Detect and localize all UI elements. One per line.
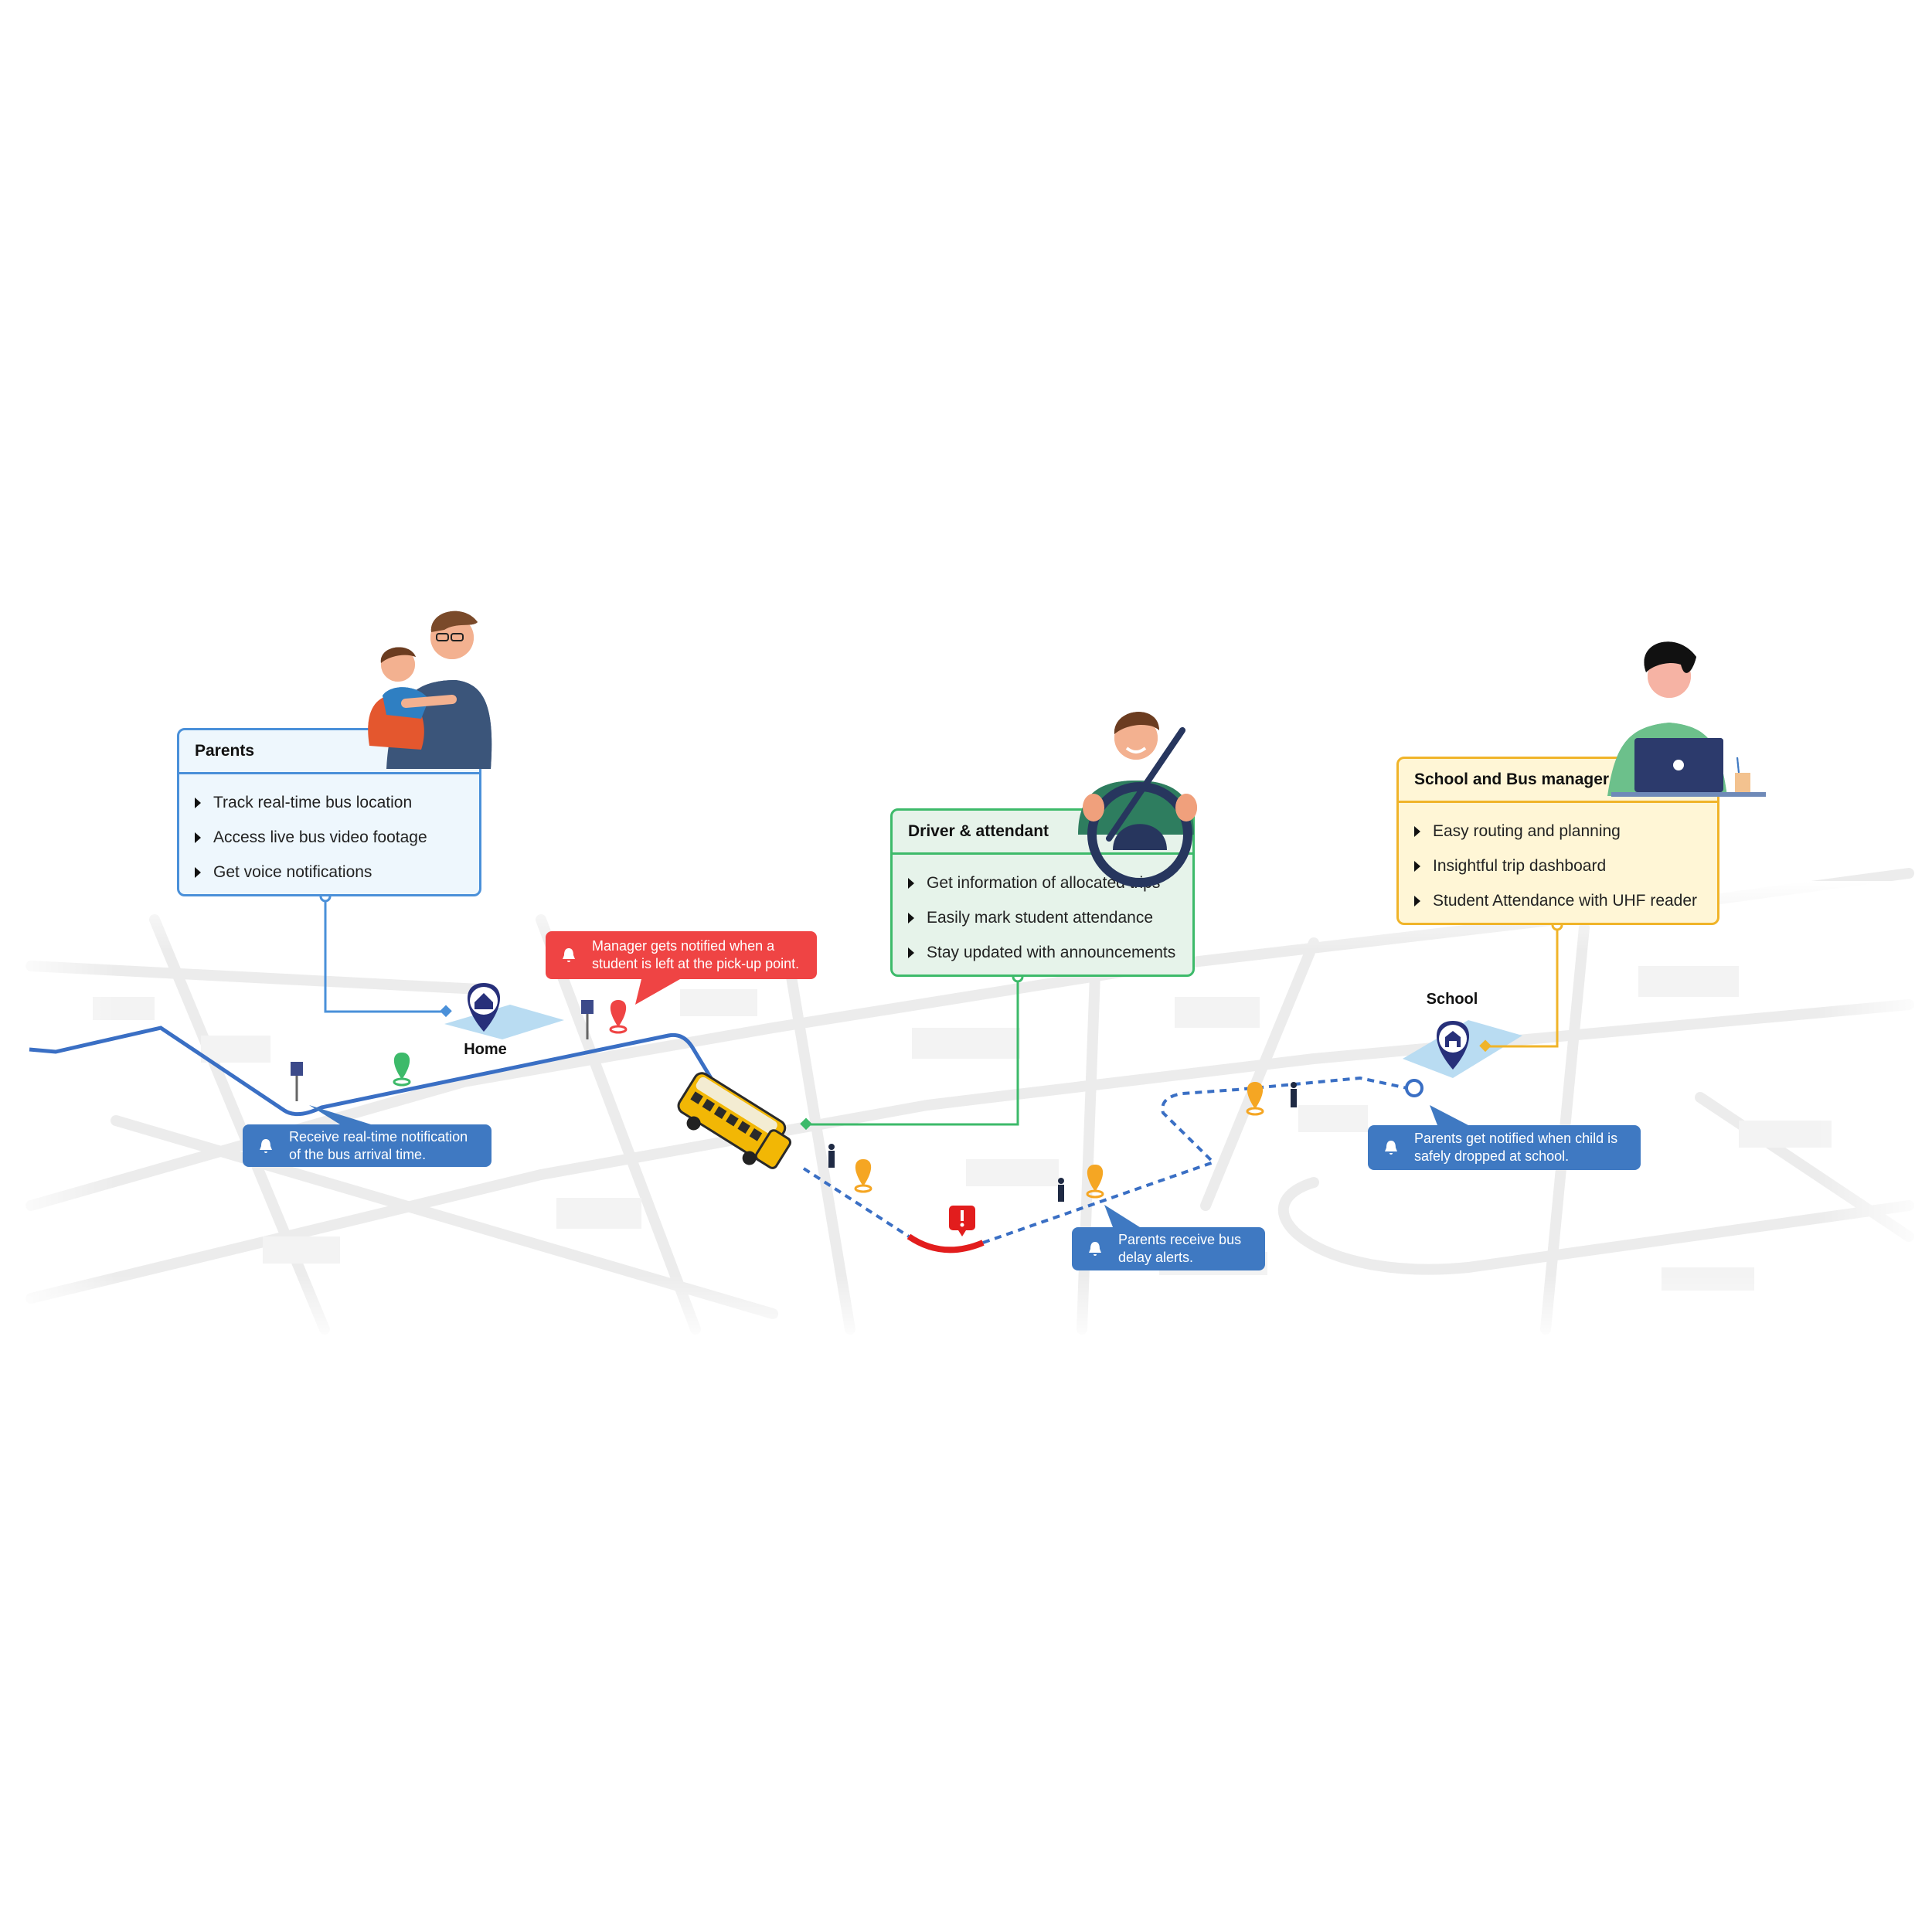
bullet-triangle-icon (195, 866, 201, 878)
student-figure (828, 1144, 835, 1168)
school-pin-icon (1436, 1021, 1470, 1070)
parents-card-title: Parents (179, 730, 479, 774)
list-item-label: Access live bus video footage (213, 828, 427, 846)
alert-icon (949, 1206, 975, 1236)
list-item-label: Get voice notifications (213, 862, 372, 881)
map-pin-orange-icon (1246, 1082, 1264, 1116)
home-area (444, 1005, 564, 1039)
callout-line: of the bus arrival time. (289, 1146, 427, 1162)
bullet-triangle-icon (195, 832, 201, 843)
bus-route-planned (802, 1076, 1415, 1244)
map-pin-orange-icon (854, 1159, 872, 1193)
school-bus (677, 1072, 792, 1169)
bell-icon (563, 948, 575, 962)
list-item: Easily mark student attendance (908, 900, 1192, 935)
bell-icon (260, 1138, 272, 1153)
dropped-notification: Parents get notified when child is safely… (1368, 1125, 1641, 1170)
callout-line: Receive real-time notification (289, 1128, 468, 1145)
bullet-triangle-icon (1414, 895, 1420, 906)
map-pin-red-icon (609, 1000, 628, 1034)
school-stop-ring (1405, 1079, 1423, 1097)
list-item-label: Stay updated with announcements (927, 943, 1176, 961)
map-pin-orange-icon (1086, 1165, 1104, 1199)
callout-line: Parents receive bus (1118, 1232, 1242, 1247)
home-pin-icon (467, 983, 501, 1032)
bullet-triangle-icon (195, 797, 201, 808)
left-at-pickup-alert: Manager gets notified when a student is l… (546, 931, 817, 979)
list-item-label: Insightful trip dashboard (1433, 856, 1607, 875)
list-item-label: Easily mark student attendance (927, 908, 1153, 927)
manager-connector (1485, 925, 1559, 1048)
parents-connector (324, 896, 446, 1013)
bullet-triangle-icon (908, 912, 914, 923)
callout-line: student is left at the pick-up point. (592, 956, 800, 971)
delay-segment (906, 1233, 985, 1253)
home-label: Home (464, 1041, 507, 1058)
list-item: Track real-time bus location (195, 785, 479, 820)
list-item: Access live bus video footage (195, 820, 479, 855)
list-item: Get voice notifications (195, 855, 479, 889)
list-item-label: Student Attendance with UHF reader (1433, 891, 1698, 910)
bell-icon (1089, 1242, 1101, 1256)
list-item-label: Track real-time bus location (213, 793, 413, 811)
parents-card: Parents Track real-time bus location Acc… (177, 728, 481, 896)
bus-stop-icon (291, 1062, 303, 1101)
list-item: Insightful trip dashboard (1414, 849, 1717, 883)
driver-connector (806, 977, 1019, 1126)
callout-line: safely dropped at school. (1414, 1148, 1570, 1164)
bullet-triangle-icon (908, 877, 914, 889)
bus-stop-icon (581, 1000, 594, 1039)
student-figure (1058, 1178, 1064, 1202)
school-label: School (1426, 991, 1478, 1008)
driver-card-title: Driver & attendant (893, 811, 1192, 855)
list-item: Stay updated with announcements (908, 935, 1192, 970)
map-pin-green-icon (393, 1053, 411, 1087)
callout-line: Parents get notified when child is (1414, 1131, 1618, 1146)
manager-card-title: School and Bus manager (1399, 759, 1717, 803)
bullet-triangle-icon (908, 947, 914, 958)
list-item-label: Easy routing and planning (1433, 821, 1621, 840)
list-item: Easy routing and planning (1414, 814, 1717, 849)
delay-alert-notification: Parents receive bus delay alerts. (1072, 1227, 1265, 1270)
bullet-triangle-icon (1414, 860, 1420, 872)
bus-route-travelled (29, 1026, 713, 1117)
callout-line: Manager gets notified when a (592, 938, 775, 954)
student-figure (1291, 1082, 1297, 1107)
bullet-triangle-icon (1414, 825, 1420, 837)
list-item: Student Attendance with UHF reader (1414, 883, 1717, 918)
bell-icon (1385, 1141, 1397, 1155)
callout-line: delay alerts. (1118, 1250, 1194, 1265)
